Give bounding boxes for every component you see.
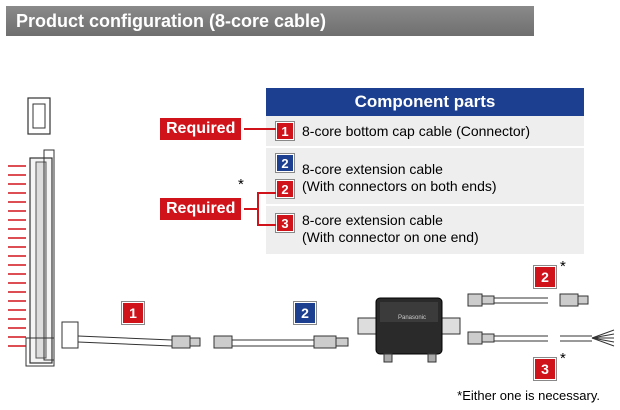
cable-1-bottom-cap — [61, 321, 201, 349]
asterisk-mark: * — [560, 258, 566, 275]
cable-2-right — [467, 293, 589, 307]
cable-2-extension — [213, 335, 349, 349]
light-curtain-sensor — [25, 97, 55, 367]
table-heading: Component parts — [266, 88, 584, 116]
cable-badge: 2 — [533, 265, 557, 289]
part-number-badge: 1 — [275, 121, 295, 141]
table-row: 1 8-core bottom cap cable (Connector) — [266, 116, 584, 148]
cable-badge: 2 — [293, 301, 317, 325]
bracket-line — [244, 192, 276, 210]
bracket-line — [257, 209, 276, 226]
part-number-badge: 2 — [275, 153, 295, 173]
part-description: 8-core bottom cap cable (Connector) — [302, 123, 530, 139]
required-tag: Required — [160, 118, 242, 140]
table-row: 2 8-core extension cable (With connector… — [266, 148, 584, 206]
part-description-line: 8-core extension cable — [302, 212, 443, 228]
controller-unit: Panasonic — [357, 297, 461, 363]
part-description-line: 8-core extension cable — [302, 161, 443, 177]
cable-3-right — [467, 329, 615, 347]
part-description-line: (With connectors on both ends) — [302, 178, 497, 194]
cable-badge: 3 — [533, 357, 557, 381]
cable-badge: 1 — [121, 301, 145, 325]
emitter-arrows — [8, 165, 26, 347]
asterisk-mark: * — [238, 176, 244, 193]
unit-brand-label: Panasonic — [398, 315, 426, 321]
part-description: 8-core extension cable (With connectors … — [302, 161, 497, 195]
table-row: 3 8-core extension cable (With connector… — [266, 206, 584, 256]
page-title: Product configuration (8-core cable) — [6, 6, 534, 36]
asterisk-mark: * — [560, 350, 566, 367]
part-number-badge: 2 — [275, 179, 295, 199]
footnote: *Either one is necessary. — [457, 388, 600, 403]
part-description-line: (With connector on one end) — [302, 229, 479, 245]
part-number-badge: 3 — [275, 213, 295, 233]
required-tag: Required — [160, 198, 242, 220]
component-parts-table: Component parts 1 8-core bottom cap cabl… — [266, 88, 584, 256]
part-description: 8-core extension cable (With connector o… — [302, 212, 479, 246]
